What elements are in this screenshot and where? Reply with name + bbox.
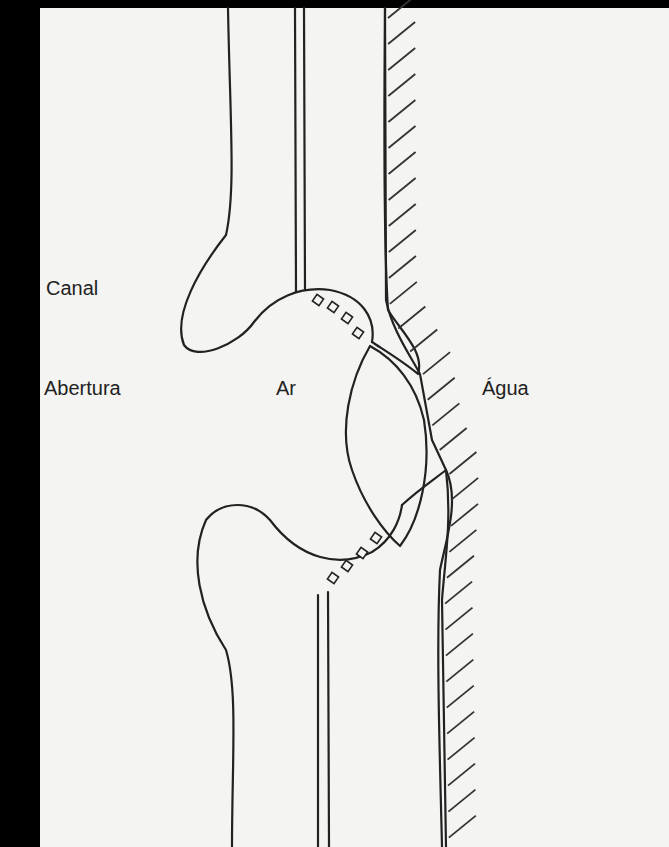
water-boundary [385, 8, 448, 847]
hatch-stroke [389, 152, 416, 174]
upper-wall [181, 8, 373, 352]
hatch-stroke [388, 0, 415, 18]
hatch-stroke [410, 330, 437, 352]
hatch-stroke [448, 764, 475, 786]
part-label: Canal [46, 278, 98, 298]
cell-square [370, 532, 381, 543]
hatch-stroke [448, 790, 475, 812]
hatch-stroke [451, 504, 478, 526]
middle-lens [346, 346, 427, 546]
hatch-stroke [446, 634, 473, 656]
part-label: Abertura [44, 378, 121, 398]
hatch-stroke [389, 256, 416, 278]
hatch-stroke [445, 582, 472, 604]
hatch-stroke [388, 48, 415, 70]
hatch-stroke [432, 403, 459, 425]
lower-wall [197, 505, 402, 847]
cell-square [341, 312, 352, 323]
hatch-stroke [447, 686, 474, 708]
cell-square [341, 560, 352, 571]
upper-right-lobe [372, 8, 419, 374]
hatch-stroke [447, 556, 474, 578]
cell-square [312, 294, 323, 305]
hatch-stroke [451, 478, 478, 500]
hatch-stroke [423, 352, 450, 374]
hatch-stroke [390, 282, 417, 304]
hatch-stroke [449, 816, 476, 838]
hatch-stroke [388, 100, 415, 122]
hatch-stroke [388, 126, 415, 148]
cell-square [352, 327, 363, 338]
part-label: Água [482, 378, 529, 398]
cell-square [327, 572, 338, 583]
lower-tube [318, 592, 329, 847]
membrane-cells [312, 294, 381, 583]
hatch-stroke [449, 452, 476, 474]
hatch-stroke [447, 712, 474, 734]
hatch-stroke [428, 378, 455, 400]
hatch-stroke [388, 22, 415, 44]
hatch-stroke [389, 230, 416, 252]
hatch-stroke [398, 306, 425, 328]
water-hatching [388, 0, 478, 838]
paper-ground [40, 8, 669, 847]
part-label: Ar [276, 378, 296, 398]
hatch-stroke [388, 74, 415, 96]
hatch-stroke [445, 608, 472, 630]
hatch-stroke [389, 204, 416, 226]
cell-square [356, 547, 367, 558]
hatch-stroke [389, 178, 416, 200]
cell-square [327, 301, 338, 312]
hatch-stroke [448, 738, 475, 760]
hatch-stroke [446, 660, 473, 682]
hatch-stroke [440, 428, 467, 450]
upper-tube [295, 8, 305, 292]
hatch-stroke [449, 530, 476, 552]
